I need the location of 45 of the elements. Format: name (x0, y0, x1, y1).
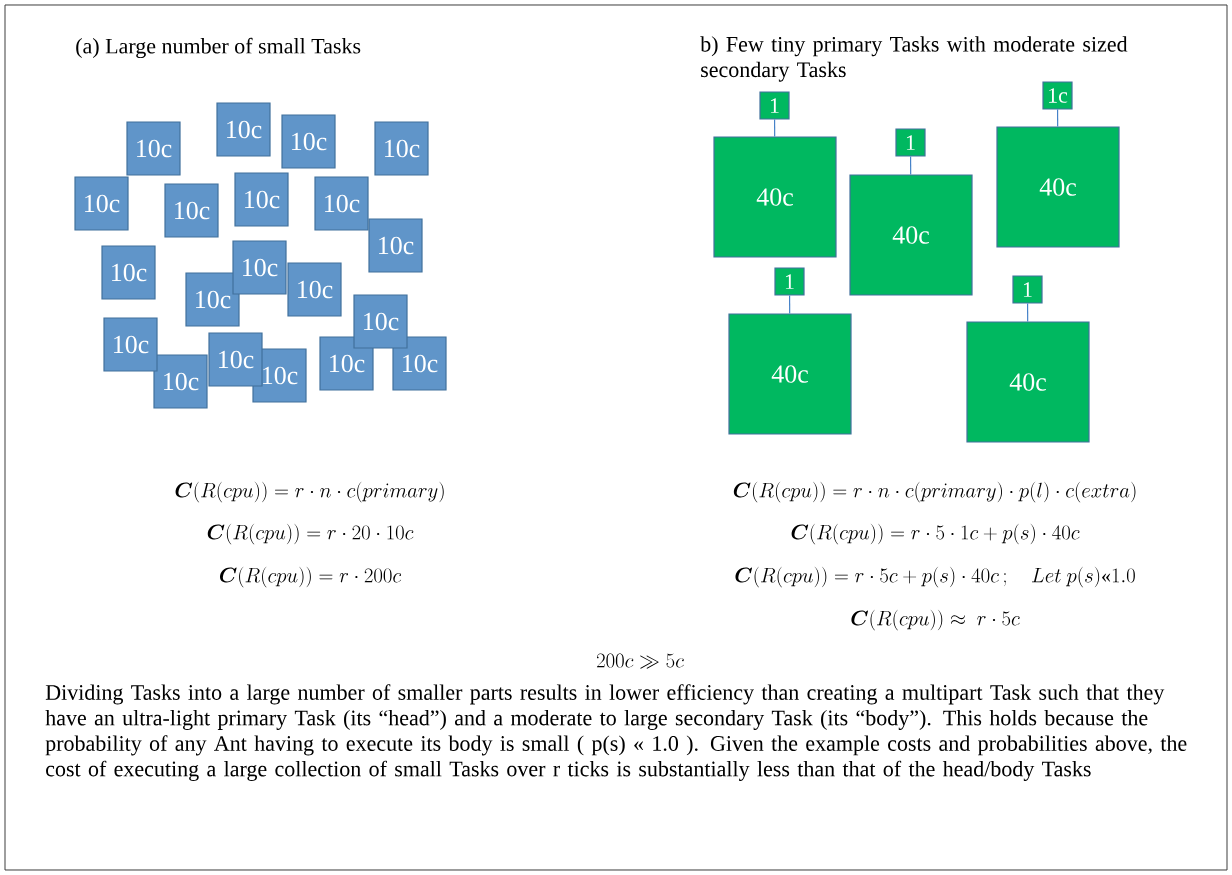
connector-line (789, 295, 791, 314)
task-box: 10c (185, 272, 240, 327)
connector-line (1027, 303, 1029, 322)
primary-task-box: 1 (759, 91, 790, 120)
primary-task-box: 1 (895, 128, 926, 157)
formula: $\boldsymbol{C}(R(cpu)) = r \cdot n \cdot c(primary) \cdot p(l) \cdot c(extra)$ (733, 481, 1136, 503)
secondary-task-box: 40c (728, 313, 852, 435)
description-paragraph: Dividing Tasks into a large number of smaller parts results in lower efficiency than creating a multipart Task such that they have an ultra-light primary Task (its “head”) and a moderate to large secondary Task (its “body”). This holds because the probability of any Ant having to execute its body is small ( p(s) « 1.0 ). Given the example costs and probabilities above, the cost of executing a large collection of small Tasks over r ticks is substantially less than that of the head/body Tasks (45, 684, 1187, 781)
task-box: 10c (281, 114, 336, 169)
formula: $\boldsymbol{C}(R(cpu)) \approx\ r \cdot 5c$ (851, 609, 1020, 631)
task-box: 10c (319, 336, 374, 391)
task-box: 10c (232, 240, 287, 295)
formula: $\boldsymbol{C}(R(cpu)) = r \cdot 5c + p(s) \cdot 40c\,;\quad Let\ p(s)\text{«}1.0$ (735, 566, 1135, 588)
task-box: 10c (353, 294, 408, 349)
task-box: 10c (216, 102, 271, 157)
task-box: 10c (74, 176, 129, 231)
panel-title: (a) Large number of small Tasks (76, 37, 361, 59)
connector-line (910, 156, 912, 175)
task-box: 10c (392, 336, 447, 391)
formula: $\boldsymbol{C}(R(cpu)) = r \cdot 200c$ (220, 566, 402, 588)
formula: $\boldsymbol{C}(R(cpu)) = r \cdot n \cdot c(primary)$ (175, 481, 444, 503)
primary-task-box: 1 (1012, 275, 1043, 304)
panel-title: b) Few tiny primary Tasks with moderate sized secondary Tasks (700, 36, 1128, 82)
connector-line (1057, 109, 1059, 127)
task-box: 10c (374, 121, 429, 176)
task-box: 10c (101, 245, 156, 300)
task-box: 10c (208, 332, 263, 387)
connector-line (774, 119, 776, 137)
task-box: 10c (164, 183, 219, 238)
secondary-task-box: 40c (849, 174, 973, 296)
task-box: 10c (368, 218, 423, 273)
secondary-task-box: 40c (966, 321, 1090, 443)
task-box: 10c (314, 176, 369, 231)
task-box: 10c (103, 317, 158, 372)
task-box: 10c (234, 172, 289, 227)
formula: $\boldsymbol{C}(R(cpu)) = r \cdot 20 \cdot 10c$ (207, 523, 414, 545)
formula: $\boldsymbol{C}(R(cpu)) = r \cdot 5 \cdot 1c + p(s) \cdot 40c$ (791, 523, 1080, 545)
primary-task-box: 1c (1042, 81, 1073, 110)
secondary-task-box: 40c (996, 126, 1120, 248)
secondary-task-box: 40c (713, 136, 837, 258)
task-box: 10c (153, 354, 208, 409)
task-box: 10c (126, 121, 181, 176)
task-box: 10c (287, 262, 342, 317)
formula: $200c \gg 5c$ (596, 653, 684, 669)
primary-task-box: 1 (774, 267, 805, 296)
